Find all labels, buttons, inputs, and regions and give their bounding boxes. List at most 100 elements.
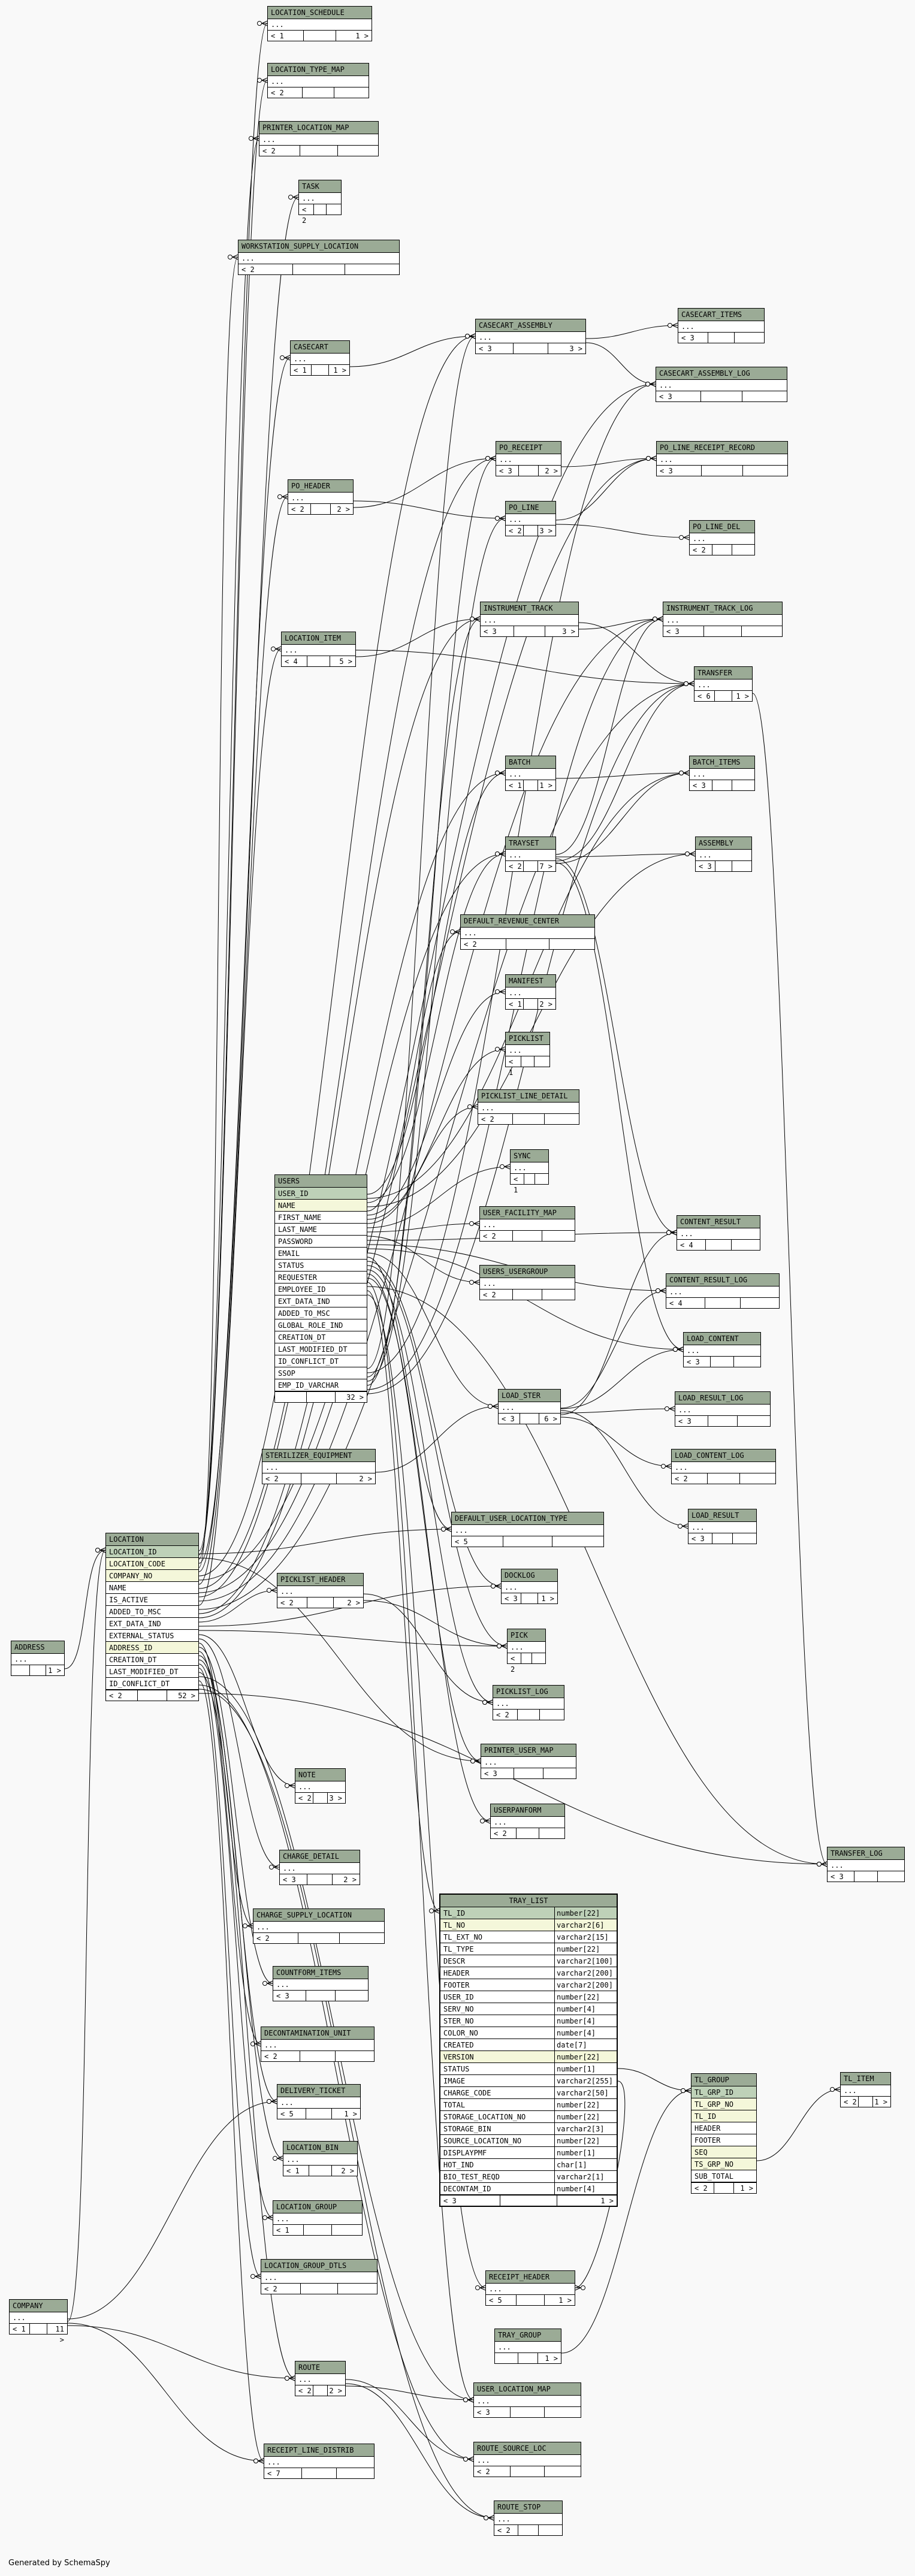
table-charge-supply-location[interactable]: CHARGE_SUPPLY_LOCATION...< 2 (253, 1908, 385, 1944)
table-title[interactable]: LOCATION_GROUP (273, 2201, 362, 2213)
table-title[interactable]: CONTENT_RESULT_LOG (666, 1274, 779, 1287)
table-decontamination-unit[interactable]: DECONTAMINATION_UNIT...< 2 (261, 2027, 375, 2062)
table-picklist[interactable]: PICKLIST...< 1 (505, 1032, 550, 1077)
table-load-content-log[interactable]: LOAD_CONTENT_LOG...< 2 (671, 1449, 776, 1484)
table-title[interactable]: CASECART_ASSEMBLY (476, 319, 585, 332)
column-row[interactable]: SUB_TOTAL (691, 2170, 756, 2182)
table-title[interactable]: DOCKLOG (502, 1569, 557, 1582)
table-title[interactable]: INSTRUMENT_TRACK (481, 602, 578, 615)
table-title[interactable]: LOCATION_GROUP_DTLS (261, 2260, 377, 2272)
table-assembly[interactable]: ASSEMBLY...< 3 (695, 836, 752, 872)
table-user-facility-map[interactable]: USER_FACILITY_MAP...< 2 (479, 1206, 575, 1242)
column-row[interactable]: ADDRESS_ID (106, 1642, 198, 1654)
table-title[interactable]: LOCATION_TYPE_MAP (268, 64, 369, 76)
table-title[interactable]: DEFAULT_USER_LOCATION_TYPE (452, 1512, 603, 1525)
table-title[interactable]: USER_FACILITY_MAP (480, 1207, 575, 1219)
table-receipt-line-distrib[interactable]: RECEIPT_LINE_DISTRIB...< 7 (264, 2444, 375, 2479)
table-title[interactable]: LOAD_STER (499, 1390, 560, 1402)
table-title[interactable]: NOTE (295, 1769, 345, 1781)
column-row[interactable]: CREATION_DT (275, 1331, 367, 1343)
column-row[interactable]: ADDED_TO_MSC (275, 1307, 367, 1319)
table-title[interactable]: LOCATION_BIN (283, 2142, 357, 2154)
table-load-result[interactable]: LOAD_RESULT...< 3 (688, 1509, 757, 1544)
table-title[interactable]: TRAYSET (506, 837, 555, 850)
table-title[interactable]: LOCATION (106, 1533, 198, 1546)
column-row[interactable]: EXT_DATA_IND (106, 1618, 198, 1630)
table-title[interactable]: WORKSTATION_SUPPLY_LOCATION (238, 240, 399, 253)
table-title[interactable]: TRAY_GROUP (495, 2329, 561, 2342)
column-row[interactable]: PASSWORD (275, 1236, 367, 1248)
column-row[interactable]: NAME (275, 1200, 367, 1212)
column-row[interactable]: SSOP (275, 1367, 367, 1379)
table-printer-user-map[interactable]: PRINTER_USER_MAP...< 3 (481, 1744, 576, 1779)
table-title[interactable]: PICKLIST_HEADER (277, 1574, 363, 1586)
table-title[interactable]: PRINTER_LOCATION_MAP (259, 122, 378, 134)
table-userpanform[interactable]: USERPANFORM...< 2 (490, 1804, 565, 1839)
table-casecart-items[interactable]: CASECART_ITEMS...< 3 (678, 308, 765, 343)
column-row[interactable]: IS_ACTIVE (106, 1594, 198, 1606)
table-po-line-del[interactable]: PO_LINE_DEL...< 2 (689, 520, 755, 555)
table-title[interactable]: PO_LINE_DEL (690, 521, 754, 533)
table-title[interactable]: DECONTAMINATION_UNIT (261, 2027, 374, 2040)
column-row[interactable]: LAST_MODIFIED_DT (106, 1666, 198, 1678)
table-title[interactable]: COUNTFORM_ITEMS (273, 1967, 368, 1979)
table-users-usergroup[interactable]: USERS_USERGROUP...< 2 (479, 1265, 575, 1300)
table-task[interactable]: TASK...< 2 (298, 180, 342, 225)
table-sync[interactable]: SYNC...< 1 (510, 1149, 549, 1194)
table-title[interactable]: USER_LOCATION_MAP (474, 2383, 581, 2396)
table-title[interactable]: CASECART_ITEMS (678, 309, 764, 321)
table-address[interactable]: ADDRESS...1 > (11, 1641, 65, 1676)
column-row[interactable]: HEADER (691, 2122, 756, 2134)
table-po-line-receipt-record[interactable]: PO_LINE_RECEIPT_RECORD...< 3 (656, 441, 788, 476)
column-row[interactable]: LAST_NAME (275, 1224, 367, 1236)
table-picklist-log[interactable]: PICKLIST_LOG...< 2 (493, 1685, 564, 1720)
table-title[interactable]: CHARGE_DETAIL (280, 1850, 360, 1863)
table-title[interactable]: CONTENT_RESULT (677, 1216, 760, 1228)
column-row[interactable]: FIRST_NAME (275, 1212, 367, 1224)
table-title[interactable]: BATCH (506, 756, 555, 769)
column-row[interactable]: CREATION_DT (106, 1654, 198, 1666)
column-row[interactable]: SEQ (691, 2146, 756, 2158)
table-picklist-line-detail[interactable]: PICKLIST_LINE_DETAIL...< 2 (478, 1089, 579, 1125)
table-title[interactable]: PICKLIST_LOG (493, 1686, 564, 1698)
table-title[interactable]: PO_LINE_RECEIPT_RECORD (657, 442, 787, 454)
table-instrument-track-log[interactable]: INSTRUMENT_TRACK_LOG...< 3 (663, 602, 783, 637)
table-default-user-location-type[interactable]: DEFAULT_USER_LOCATION_TYPE...< 5 (451, 1512, 604, 1547)
table-content-result-log[interactable]: CONTENT_RESULT_LOG...< 4 (666, 1273, 780, 1309)
table-location-group[interactable]: LOCATION_GROUP...< 1 (273, 2200, 363, 2236)
column-row[interactable]: TL_GRP_NO (691, 2098, 756, 2110)
table-location-type-map[interactable]: LOCATION_TYPE_MAP...< 2 (267, 63, 369, 98)
table-route-source-loc[interactable]: ROUTE_SOURCE_LOC...< 2 (473, 2442, 581, 2477)
table-title[interactable]: LOCATION_ITEM (282, 632, 355, 645)
column-row[interactable]: EXT_DATA_IND (275, 1295, 367, 1307)
table-content-result[interactable]: CONTENT_RESULT...< 4 (677, 1215, 760, 1251)
table-title[interactable]: PICK (508, 1629, 545, 1642)
table-load-result-log[interactable]: LOAD_RESULT_LOG...< 3 (675, 1391, 771, 1427)
column-row[interactable]: LOCATION_CODE (106, 1558, 198, 1570)
table-title[interactable]: PICKLIST (506, 1032, 549, 1045)
table-pick[interactable]: PICK...< 2 (507, 1629, 546, 1674)
